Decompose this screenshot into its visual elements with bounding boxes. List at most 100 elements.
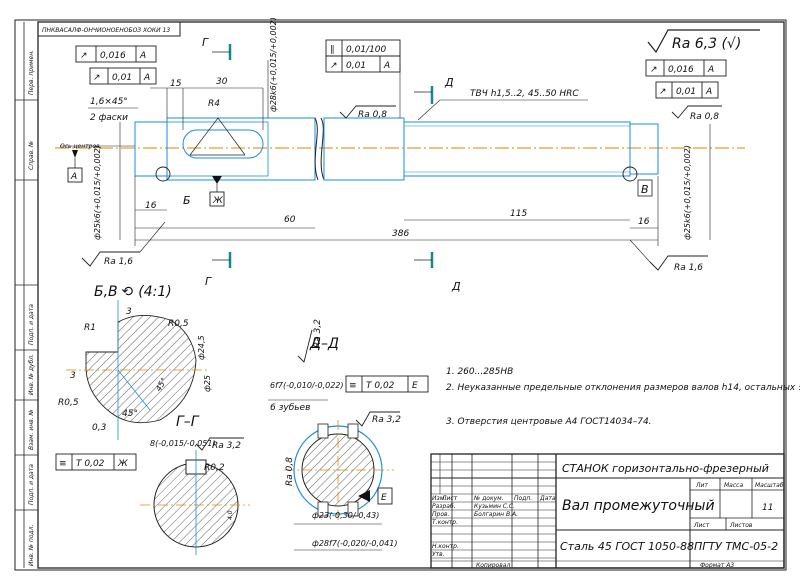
heat-treat-note: ТВЧ h1,5..2, 45..50 HRC [470,89,579,99]
svg-text:Ra 3,2: Ra 3,2 [313,319,323,348]
left-margin-table [15,22,38,568]
dim-phi25-right: ф25k6(+0,015/+0,002) [683,145,692,240]
detail-bv-view [66,300,210,440]
dimension-lines [60,60,711,246]
tol-frame-gg: ≡ Т 0,02 Ж [55,453,137,471]
detail-phi25: ф25 [203,375,212,392]
svg-text:↗: ↗ [93,73,101,83]
svg-text:А: А [143,73,150,83]
dim-phi25-left: ф25k6(+0,015/+0,002) [93,145,102,240]
svg-text:Т 0,02: Т 0,02 [76,459,105,469]
chamfer-note: 2 фаски [90,113,128,123]
svg-text:↗: ↗ [330,61,338,71]
dd-spline-dim: 6f7(-0,010/-0,022) [270,381,344,390]
dd-ra32-right: Ra 3,2 [355,411,401,427]
dd-ra32-top: Ra 3,2 [297,319,323,363]
detail-b-circle [155,166,171,182]
section-gg-title: Г–Г [176,414,200,430]
svg-text:Кузьмин С.С.: Кузьмин С.С. [474,503,515,510]
svg-text:Дата: Дата [539,495,556,502]
tb-scale: Масштаб [755,482,784,489]
svg-text:≡: ≡ [59,459,67,469]
svg-text:Ra 1,6: Ra 1,6 [674,263,703,273]
dim-r4: R4 [208,99,220,109]
svg-text:Н.контр.: Н.контр. [432,543,459,550]
detail-r05b: R0,5 [58,398,79,408]
tol-frame-left-1: ↗ 0,016 А [75,45,157,63]
side-label: Инв. № подл. [28,525,35,566]
title-block [430,453,785,569]
technical-notes: 1. 260...285НВ 2. Неуказанные предельные… [446,367,800,427]
drawing-frame [37,21,785,569]
dd-ra08: Ra 0,8 [285,457,295,486]
dim-16-right: 16 [638,217,650,227]
svg-text:А: А [705,87,712,97]
left-margin-labels: Перв. примен. Справ. № Подп. и дата Инв.… [28,50,35,566]
top-stamp-box [37,21,181,37]
gg-ra32: Ra 3,2 [195,437,244,451]
svg-text:Ra 1,6: Ra 1,6 [104,257,133,267]
svg-text:Разраб.: Разраб. [432,503,456,510]
top-stamp-code: ПНКВАСАЛФ-ОНЧИОНОЕНОБОЗ ХОКИ 13 [42,27,170,34]
svg-text:Подп.: Подп. [514,495,532,502]
tb-sheet: Лист [693,522,710,529]
roughness-ra08-mid: Ra 0,8 [339,105,396,120]
svg-text:Ra 3,2: Ra 3,2 [372,415,401,425]
title-part: Вал промежуточный [562,498,715,514]
tol-frame-right-2: ↗ 0,01 А [655,81,719,99]
sheet-border [14,19,787,571]
side-label: Справ. № [28,141,35,170]
svg-text:≡: ≡ [349,381,357,391]
svg-text:Ra 0,8: Ra 0,8 [690,112,719,122]
roughness-general: Ra 6,3 (√) [647,29,760,54]
tol-frame-center: ∥ 0,01/100 ↗ 0,01 А [325,39,401,118]
roughness-ra08-right: Ra 0,8 [671,105,722,122]
title-material: Сталь 45 ГОСТ 1050-88 [560,540,694,553]
dim-115: 115 [510,209,527,219]
datum-zh-box [209,191,225,207]
svg-text:0,01: 0,01 [346,61,366,71]
svg-text:Ra 3,2: Ra 3,2 [212,441,241,451]
left-journal [134,121,168,177]
detail-d3v: 3 [70,371,76,381]
tb-scale-val: 11 [762,503,773,513]
side-label: Инв. № дубл. [28,354,35,395]
side-label: Подп. и дата [28,304,35,345]
detail-b-label: Б [183,194,191,207]
note-2: 2. Неуказанные предельные отклонения раз… [446,383,800,393]
dd-phi23: ф23(-0,30/-0,43) [312,511,379,520]
svg-text:Утв.: Утв. [432,551,445,558]
tb-mass: Масса [724,482,743,489]
dim-16-left: 16 [145,201,157,211]
right-journal [629,123,659,175]
note-1: 1. 260...285НВ [446,367,513,377]
side-label: Взам. инв. № [28,409,35,450]
svg-text:Ra 6,3 (√): Ra 6,3 (√) [672,36,741,52]
shaft-main-view [55,117,745,182]
dd-teeth: 6 зубьев [270,403,310,413]
detail-v-label: В [641,183,649,196]
datum-zh: Ж [212,196,223,206]
dim-386: 386 [392,229,409,239]
svg-text:Е: Е [412,381,418,391]
svg-text:Т 0,02: Т 0,02 [366,381,395,391]
svg-text:Лист: Лист [441,495,458,502]
detail-d03: 0,3 [92,423,107,433]
keyway-slot [182,129,264,159]
dd-phi28: ф28f7(-0,020/-0,041) [312,539,397,548]
dim-60: 60 [284,215,296,225]
chamfer-dim: 1,6×45° [90,97,128,107]
section-mark-d-bottom: Д [451,280,461,293]
svg-text:Т.контр.: Т.контр. [432,519,458,526]
svg-text:↗: ↗ [650,65,658,75]
tb-sheets: Листов [729,522,753,529]
section-gg-view [140,450,250,555]
detail-d3: 3 [126,307,132,317]
gg-width-dim: 8(-0,015/-0,051) [150,439,216,448]
gg-r02: R0,2 [204,463,225,473]
section-mark-d-top: Д [444,76,454,89]
dim-phi28: ф28k6(+0,015/+0,002) [269,17,278,112]
detail-r05a: R0,5 [168,319,189,329]
